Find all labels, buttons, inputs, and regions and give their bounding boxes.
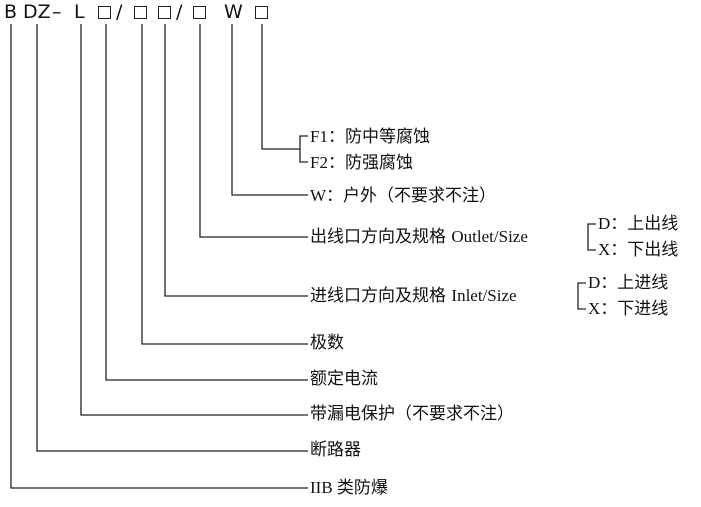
label-breaker: 断路器 [310,440,361,460]
label-f1: F1：防中等腐蚀 [310,127,430,146]
code-b: B [4,1,18,23]
label-outlet-cn: 出线口方向及规格 [310,227,446,247]
code-box-corrosion [255,6,268,19]
connector-inlet [164,24,308,297]
bracket-inlet [577,282,586,310]
code-w: W [224,1,243,23]
code-box-poles [134,6,147,19]
connector-leakage [80,24,308,416]
code-dz: DZ [23,1,51,23]
connector-breaker [36,24,308,452]
code-box-inlet [158,6,171,19]
connector-explosion [10,24,308,489]
code-dash: – [52,1,62,23]
label-inlet-x: X：下进线 [588,299,669,318]
label-outlet: 出线口方向及规格 Outlet/Size [310,228,528,246]
code-box-current [98,6,111,19]
connector-option-box [261,24,300,150]
label-inlet-cn: 进线口方向及规格 [310,286,446,306]
label-f2: F2：防强腐蚀 [310,153,413,172]
label-rated-current: 额定电流 [310,369,378,389]
label-outlet-en: Outlet/Size [451,227,528,246]
connector-current [105,24,308,381]
code-slash-1: / [116,1,123,23]
bracket-f [299,135,308,163]
label-inlet-en: Inlet/Size [451,286,517,305]
label-outlet-x: X：下出线 [598,240,679,259]
connector-poles [141,24,308,345]
code-l: L [74,1,85,23]
label-inlet: 进线口方向及规格 Inlet/Size [310,287,517,305]
code-slash-2: / [176,1,183,23]
connector-w [231,24,308,196]
code-box-outlet [193,6,206,19]
label-explosion-proof: IIB 类防爆 [310,478,388,497]
label-leakage: 带漏电保护（不要求不注） [310,404,514,424]
label-w-outdoor: W：户外（不要求不注） [310,186,497,205]
label-inlet-d: D：上进线 [588,273,669,292]
label-poles: 极数 [310,333,344,353]
connector-outlet [199,24,308,238]
label-outlet-d: D：上出线 [598,214,679,233]
bracket-outlet [587,223,596,251]
